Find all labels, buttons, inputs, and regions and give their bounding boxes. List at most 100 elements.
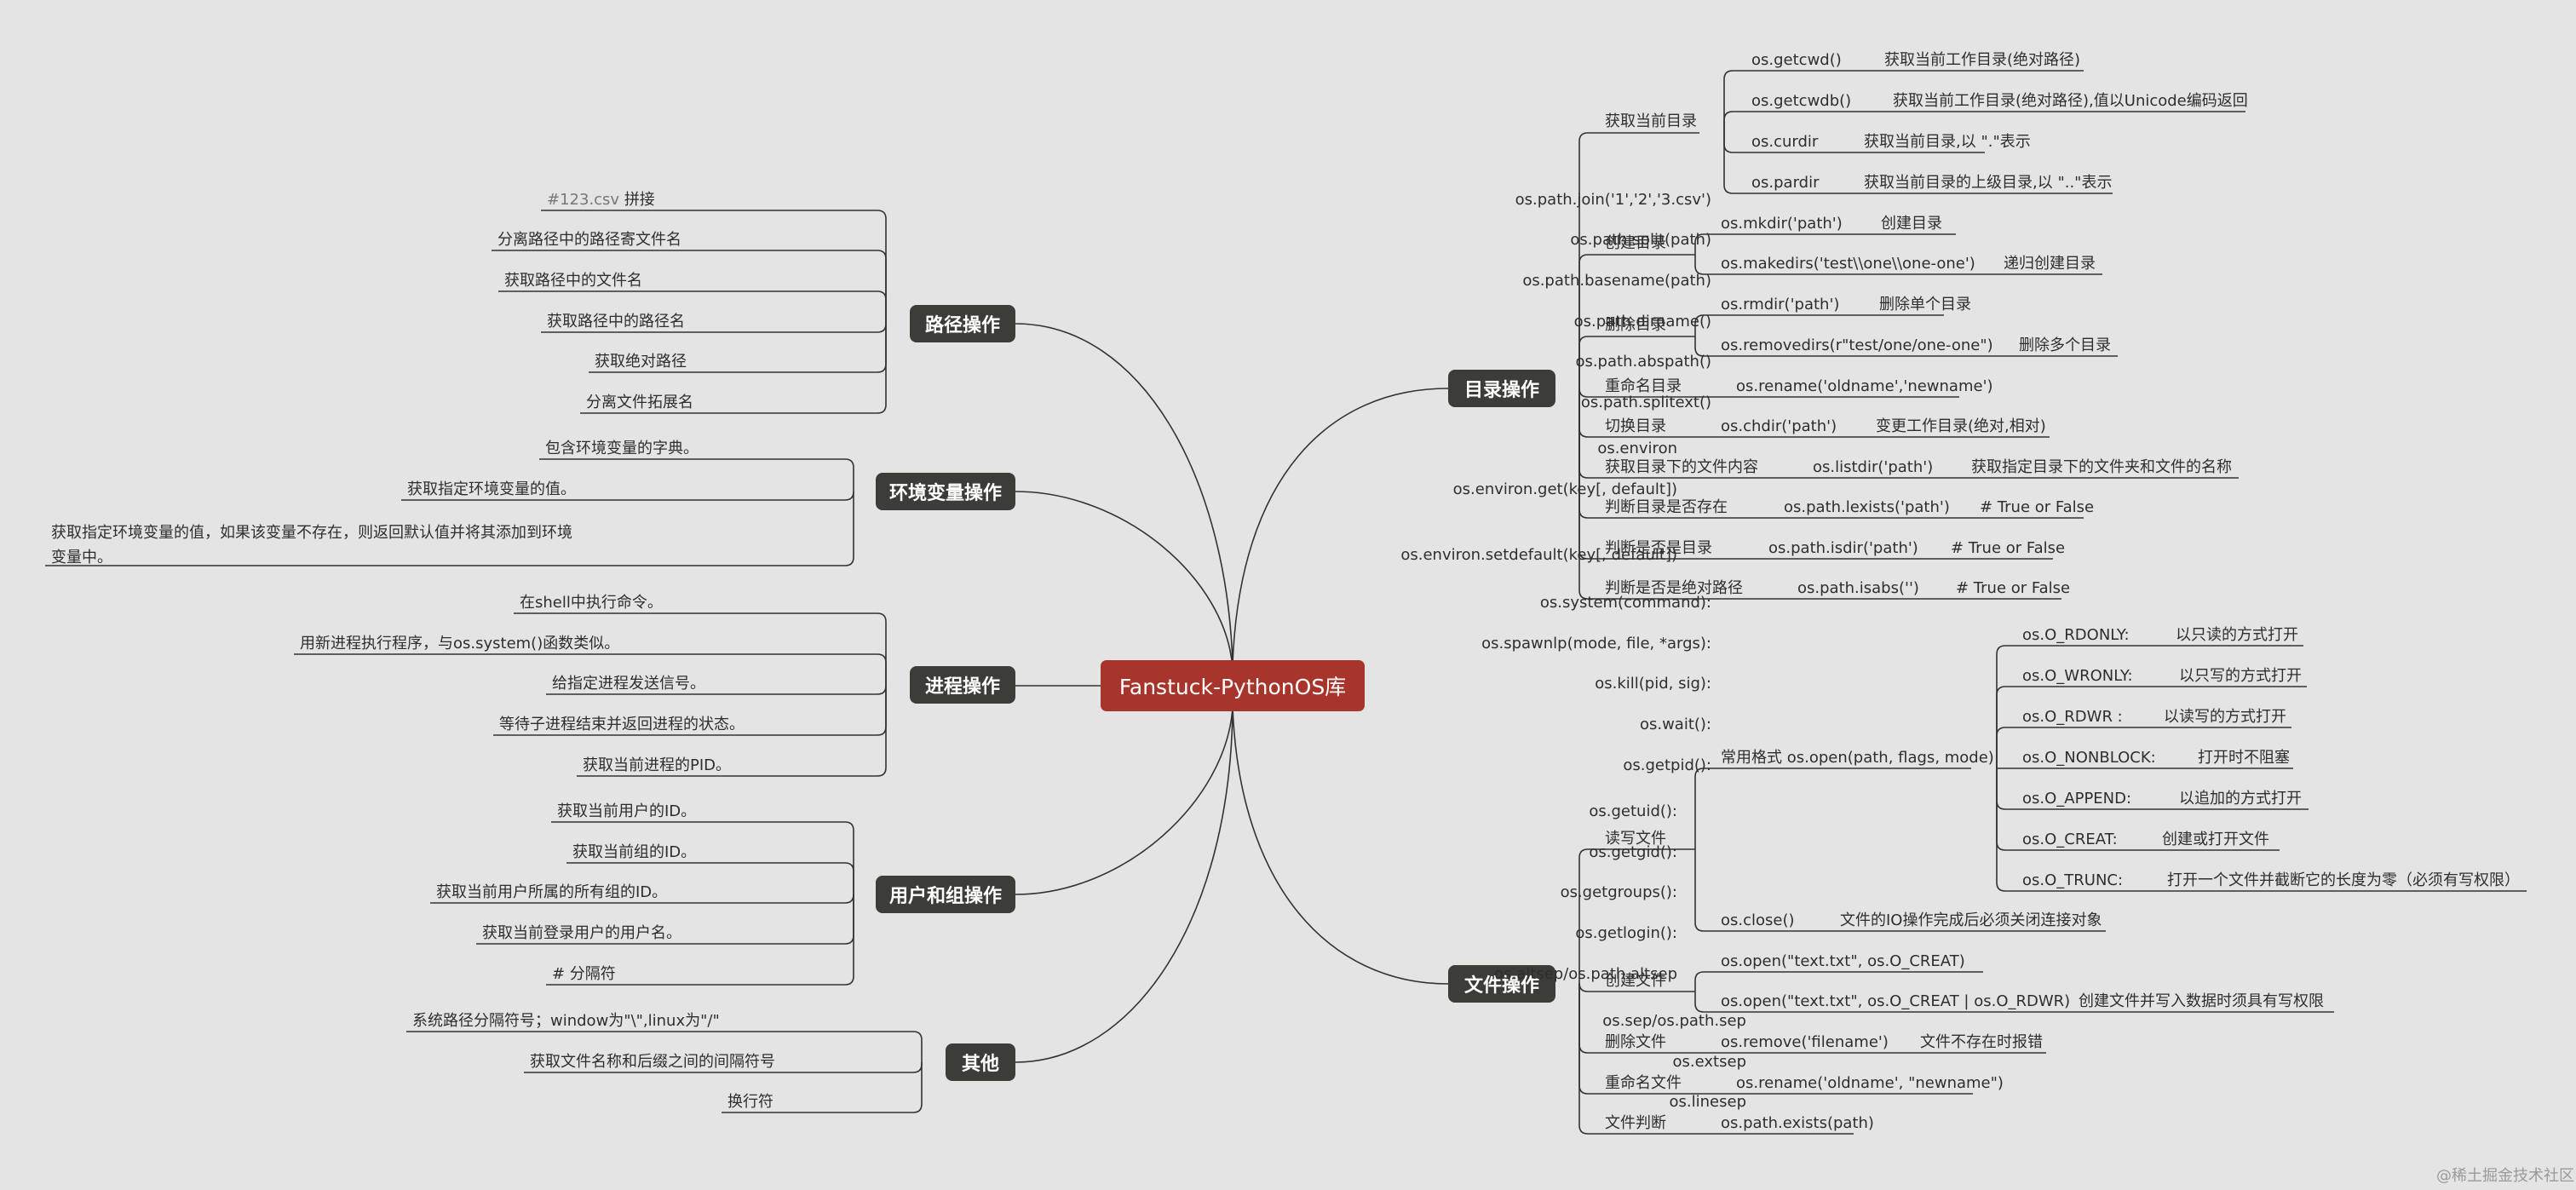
file-create-link-1: [1694, 992, 2334, 1013]
path-join-desc: #123.csv 拼接: [547, 191, 655, 210]
proc-system-code: os.system(command):: [1539, 594, 1711, 612]
path-splitext-code: os.path.splitext(): [1580, 394, 1711, 411]
flag-creat-code: os.O_CREAT:: [2022, 831, 2118, 848]
other-extsep-code: os.extsep: [1672, 1053, 1746, 1071]
flag-nonblock-desc: 打开时不阻塞: [2198, 749, 2290, 767]
file-rw-link-0: [1694, 767, 1971, 849]
dir-link-0: [1578, 132, 1699, 388]
flag-wronly-desc: 以只写的方式打开: [2179, 667, 2302, 685]
env-environ-desc: 包含环境变量的字典。: [545, 440, 699, 457]
branch-dir-ops[interactable]: 目录操作: [1448, 370, 1555, 407]
branch-other[interactable]: 其他: [946, 1043, 1015, 1081]
root-node[interactable]: Fanstuck-PythonOS库: [1101, 660, 1365, 711]
env-environ-code: os.environ: [1597, 440, 1677, 457]
other-link-0: [406, 1031, 923, 1062]
dir-pardir-code: os.pardir: [1751, 174, 1820, 192]
flag-rdonly-code: os.O_RDONLY:: [2022, 626, 2130, 644]
other-sep-desc: 系统路径分隔符号；window为"\",linux为"/": [412, 1012, 720, 1030]
file-open-format: 常用格式 os.open(path, flags, mode): [1721, 749, 1994, 767]
path-link-2: [498, 290, 887, 324]
dir-link-2: [1578, 336, 1695, 388]
dir-chdir-code: os.chdir('path'): [1721, 417, 1837, 435]
flag-append-desc: 以追加的方式打开: [2179, 790, 2302, 808]
dir-getcwd-desc: 获取当前工作目录(绝对路径): [1884, 51, 2081, 69]
file-rw-label: 读写文件: [1605, 830, 1666, 848]
dir-listdir-desc: 获取指定目录下的文件夹和文件的名称: [1971, 458, 2232, 476]
dir-curdir-desc: 获取当前目录,以 "."表示: [1864, 133, 2031, 151]
dir-mkdir-group-label: 创建目录: [1605, 234, 1666, 252]
proc-system-desc: 在shell中执行命令。: [520, 594, 663, 612]
user-link-1: [566, 862, 854, 894]
path-link-5: [580, 324, 887, 414]
path-join-code: os.path.join('1','2','3.csv'): [1515, 191, 1711, 209]
dir-chdir-desc: 变更工作目录(绝对,相对): [1876, 417, 2046, 435]
file-rename-label: 重命名文件: [1605, 1074, 1682, 1092]
branch-file-ops[interactable]: 文件操作: [1448, 965, 1555, 1003]
dir-removedirs-desc: 删除多个目录: [2019, 336, 2111, 354]
env-get-desc: 获取指定环境变量的值。: [407, 480, 576, 498]
proc-link-0: [514, 612, 887, 686]
proc-spawnlp-desc: 用新进程执行程序，与os.system()函数类似。: [300, 635, 620, 652]
link-root-env: [1015, 491, 1233, 670]
other-sep-code: os.sep/os.path.sep: [1602, 1012, 1746, 1030]
branch-process-ops[interactable]: 进程操作: [910, 666, 1015, 704]
path-dirname-code: os.path.dirname(): [1573, 313, 1711, 331]
dir-link-1: [1578, 254, 1695, 388]
file-exists-code: os.path.exists(path): [1721, 1114, 1874, 1132]
proc-link-1: [294, 653, 887, 686]
path-abspath-code: os.path.abspath(): [1575, 353, 1711, 371]
dir-rmdir-code: os.rmdir('path'): [1721, 296, 1840, 313]
proc-wait-code: os.wait():: [1639, 716, 1711, 733]
flag-nonblock-code: os.O_NONBLOCK:: [2022, 749, 2156, 767]
dir-getcwd-link-1: [1723, 111, 2245, 133]
dir-isdir-label: 判断是否是目录: [1605, 539, 1712, 557]
path-dirname-desc: 获取路径中的路径名: [547, 313, 685, 331]
file-delete-label: 删除文件: [1605, 1033, 1666, 1051]
link-root-file: [1232, 706, 1449, 985]
path-splitext-desc: 分离文件拓展名: [586, 394, 693, 411]
flag-trunc-desc: 打开一个文件并截断它的长度为零（必须有写权限）: [2167, 871, 2520, 889]
user-getgroups-desc: 获取当前用户所属的所有组的ID。: [436, 883, 668, 901]
dir-makedirs-code: os.makedirs('test\\one\\one-one'): [1721, 255, 1975, 273]
proc-spawnlp-code: os.spawnlp(mode, file, *args):: [1481, 635, 1711, 652]
file-create-code-1: os.open("text.txt", os.O_CREAT): [1721, 952, 1965, 970]
link-root-dir: [1232, 388, 1449, 665]
user-getgid-code: os.getgid():: [1589, 843, 1677, 861]
path-basename-desc: 获取路径中的文件名: [504, 272, 642, 290]
env-link-2: [45, 492, 854, 566]
user-altsep-desc: # 分隔符: [552, 965, 616, 983]
flag-wronly-code: os.O_WRONLY:: [2022, 667, 2133, 685]
branch-path-ops[interactable]: 路径操作: [910, 305, 1015, 342]
dir-getcwdb-desc: 获取当前工作目录(绝对路径),值以Unicode编码返回: [1893, 92, 2248, 110]
file-rw-link-1: [1694, 849, 2106, 932]
file-rename-code: os.rename('oldname', "newname"): [1736, 1074, 2004, 1092]
user-getlogin-code: os.getlogin():: [1575, 924, 1677, 942]
user-link-0: [551, 821, 854, 894]
dir-mkdir-code: os.mkdir('path'): [1721, 215, 1843, 233]
proc-wait-desc: 等待子进程结束并返回进程的状态。: [499, 716, 745, 733]
branch-env-ops[interactable]: 环境变量操作: [876, 473, 1015, 510]
path-abspath-desc: 获取绝对路径: [595, 353, 687, 371]
flag-rdwr-code: os.O_RDWR :: [2022, 708, 2123, 726]
proc-getpid-code: os.getpid():: [1623, 756, 1711, 774]
env-setdefault-code: os.environ.setdefault(key[, default]): [1400, 546, 1677, 564]
dir-getcwd-code: os.getcwd(): [1751, 51, 1842, 69]
file-link-1: [1578, 982, 1695, 992]
dir-rename-label: 重命名目录: [1605, 377, 1682, 395]
file-create-label: 创建文件: [1605, 972, 1666, 990]
branch-user-group-ops[interactable]: 用户和组操作: [876, 876, 1015, 913]
user-getgid-desc: 获取当前组的ID。: [572, 843, 697, 861]
dir-listdir-code: os.listdir('path'): [1813, 458, 1934, 476]
dir-isabs-desc: # True or False: [1956, 579, 2071, 597]
path-join-example: #123.csv: [547, 191, 624, 209]
user-getuid-desc: 获取当前用户的ID。: [557, 802, 697, 820]
env-get-code: os.environ.get(key[, default]): [1452, 480, 1677, 498]
path-basename-code: os.path.basename(path): [1522, 272, 1711, 290]
file-flags-link-2: [1996, 727, 2291, 768]
file-close-code: os.close(): [1721, 911, 1795, 929]
dir-getcwd-link-0: [1723, 70, 2084, 133]
file-link-4: [1578, 984, 1854, 1135]
dir-isdir-code: os.path.isdir('path'): [1768, 539, 1918, 557]
